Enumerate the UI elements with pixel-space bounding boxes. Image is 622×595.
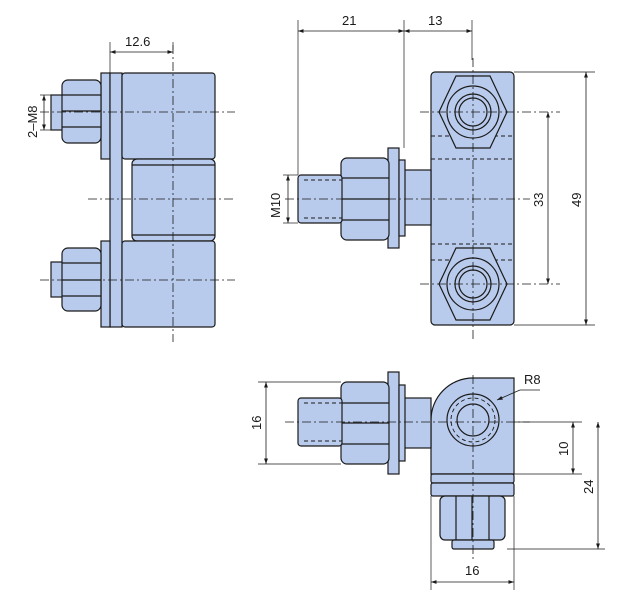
dim-body-offset: 13: [428, 13, 442, 28]
dim-overall-height: 49: [569, 193, 584, 207]
dim-center-offset: 10: [556, 442, 571, 456]
front-view: 12.6 2–M8: [25, 34, 235, 342]
plate-left: [100, 72, 111, 160]
side-washer: [387, 147, 400, 249]
dim-bolt-thread: 2–M8: [25, 105, 40, 138]
top-stud: [50, 94, 64, 131]
dim-bottom-height: 24: [581, 480, 596, 494]
dim-side-height: 16: [249, 416, 264, 430]
side-shaft-collar: [403, 169, 432, 226]
dim-shaft-thread: M10: [268, 193, 283, 218]
bottom-block: [121, 240, 216, 328]
dim-bottom-width: 16: [465, 563, 479, 578]
top-washer: [387, 371, 400, 475]
dim-bolt-pitch-width: 12.6: [125, 34, 150, 49]
dim-shaft-length: 21: [342, 13, 356, 28]
top-block: [121, 72, 216, 160]
top-body: [430, 377, 515, 475]
plate-left-lower: [100, 240, 111, 328]
plate-right: [109, 72, 123, 328]
side-view: 21 13 M10 33 49: [268, 13, 595, 340]
top-view: R8 16 10 24 16: [249, 371, 605, 590]
dim-bolt-spacing: 33: [531, 193, 546, 207]
dim-corner-radius: R8: [524, 372, 541, 387]
top-shaft-collar: [403, 397, 432, 449]
bottom-stud: [50, 261, 64, 298]
middle-block: [131, 158, 216, 242]
top-cap: [430, 473, 515, 484]
